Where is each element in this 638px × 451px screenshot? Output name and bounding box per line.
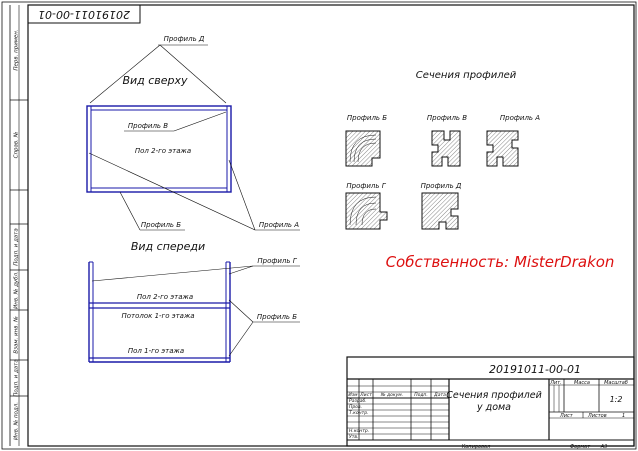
front-view-title: Вид спереди — [131, 240, 205, 253]
tb-scale-value: 1:2 — [610, 395, 623, 404]
section-v-label: Профиль В — [427, 114, 467, 122]
tb-role-razrab: Разраб. — [349, 398, 367, 404]
front-view: Вид спереди Пол 2-го этажа Потолок 1-го … — [88, 240, 300, 363]
top-profile-b-label: Профиль Б — [141, 221, 181, 229]
tb-mass: Масса — [574, 380, 590, 386]
sections-heading: Сечения профилей — [416, 70, 517, 81]
tb-role-tkontr: Т.контр. — [349, 410, 369, 416]
section-profile-a: Профиль А — [486, 114, 540, 167]
top-view: Вид сверху Пол 2-го этажа Профиль Д Проф… — [86, 35, 300, 231]
tb-sheet: Лист — [559, 413, 574, 419]
section-profile-v: Профиль В — [427, 114, 467, 167]
strip-label-2: Справ. № — [14, 131, 20, 158]
tb-col-doc: № докум. — [380, 392, 403, 398]
tb-col-sign: Подп. — [414, 392, 428, 398]
title-block: 20191011-00-01 Изм Лист № докум. Подп. Д… — [346, 356, 635, 450]
tb-sheets-value: 1 — [622, 413, 625, 419]
section-profile-d: Профиль Д — [421, 182, 462, 230]
tb-copied: Копировал — [462, 444, 491, 450]
top-floor-label: Пол 2-го этажа — [135, 147, 191, 155]
tb-role-utv: Утв. — [349, 434, 358, 440]
section-b-label: Профиль Б — [347, 114, 387, 122]
section-profile-b: Профиль Б — [345, 114, 387, 167]
front-floor1-label: Пол 1-го этажа — [128, 347, 184, 355]
designation-box-rotated: 20191011-00-01 — [27, 4, 141, 24]
top-profile-d-label: Профиль Д — [164, 35, 205, 43]
strip-label-1: Перв. примен. — [14, 29, 20, 71]
section-d-label: Профиль Д — [421, 182, 462, 190]
tb-col-izm: Изм — [348, 392, 358, 398]
title-block-designation: 20191011-00-01 — [489, 363, 581, 376]
designation-rotated: 20191011-00-01 — [38, 8, 130, 21]
strip-label-7: Инв. № подл. — [14, 402, 20, 440]
tb-format: Формат — [570, 444, 591, 450]
front-profile-b-label: Профиль Б — [257, 313, 297, 321]
tb-col-list: Лист — [359, 392, 372, 398]
tb-scale: Масштаб — [604, 380, 628, 386]
top-profile-v-label: Профиль В — [128, 122, 168, 130]
tb-sheets: Листов — [587, 413, 607, 419]
tb-format-value: A3 — [600, 444, 608, 450]
section-profile-g: Профиль Г — [345, 182, 388, 230]
tb-role-prov: Пров. — [349, 404, 362, 410]
ownership-watermark: Собственность: MisterDrakon — [386, 253, 615, 271]
tb-title-line2: у дома — [476, 402, 511, 413]
strip-label-6: Подп. и дата — [14, 359, 20, 397]
top-view-title: Вид сверху — [122, 74, 188, 87]
front-floor2-label: Пол 2-го этажа — [137, 293, 193, 301]
section-a-label: Профиль А — [500, 114, 540, 122]
top-profile-a-label: Профиль А — [259, 221, 299, 229]
tb-lit: Лит. — [549, 380, 562, 386]
side-strip: Перв. примен. Справ. № Подп. и дата Инв.… — [9, 5, 28, 446]
section-g-label: Профиль Г — [346, 182, 386, 190]
strip-label-5: Взам. инв. № — [14, 316, 20, 354]
strip-label-3: Подп. и дата — [14, 228, 20, 266]
front-ceiling1-label: Потолок 1-го этажа — [121, 312, 194, 320]
tb-col-date: Дата — [433, 392, 446, 398]
tb-role-nkontr: Н.контр. — [349, 428, 369, 434]
strip-label-4: Инв. № дубл. — [14, 271, 20, 309]
front-profile-g-label: Профиль Г — [257, 257, 297, 265]
tb-title-line1: Сечения профилей — [446, 390, 542, 401]
